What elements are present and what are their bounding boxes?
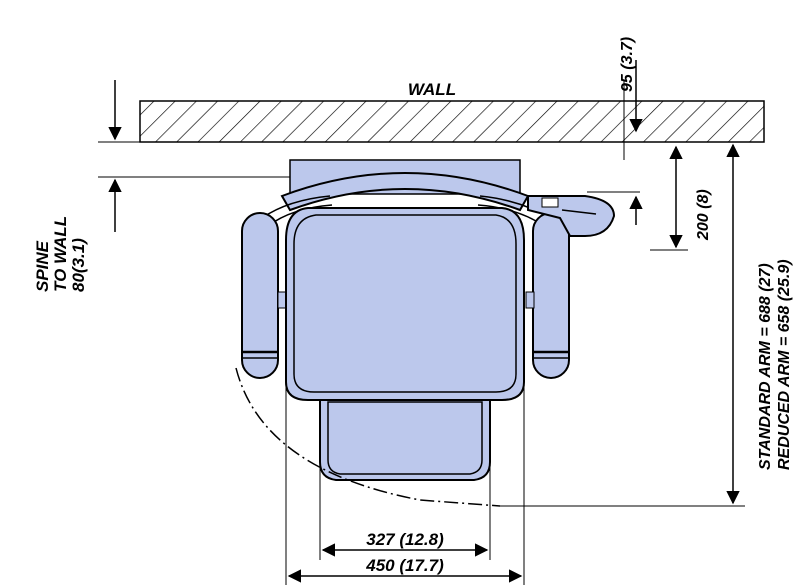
standard-arm-label: STANDARD ARM = 688 (27) bbox=[757, 263, 774, 470]
swing-arc bbox=[235, 367, 501, 507]
wall-thickness-dimension bbox=[98, 80, 140, 143]
top-clearance-dimension bbox=[623, 60, 643, 160]
stairlift-chair bbox=[241, 159, 616, 481]
arm-length-dimension bbox=[498, 143, 745, 507]
spine-to-wall-value: 80(3.1) bbox=[69, 238, 88, 292]
wall bbox=[139, 100, 765, 143]
wall-label: WALL bbox=[408, 80, 456, 99]
control-joystick bbox=[527, 195, 616, 237]
seat-cushion bbox=[285, 207, 525, 401]
overall-width-label: 450 (17.7) bbox=[365, 556, 444, 575]
right-armrest bbox=[525, 212, 570, 379]
armrest-offset-label: 200 (8) bbox=[695, 189, 712, 241]
left-armrest bbox=[241, 212, 287, 379]
width-extension-lines bbox=[285, 382, 525, 585]
seat-width-label: 327 (12.8) bbox=[366, 530, 444, 549]
spine-to-wall-label: SPINE bbox=[33, 240, 52, 292]
top-clearance-label: 95 (3.7) bbox=[619, 37, 636, 92]
footrest bbox=[319, 397, 491, 481]
armrest-offset-dimension bbox=[587, 145, 688, 251]
reduced-arm-label: REDUCED ARM = 658 (25.9) bbox=[776, 259, 793, 470]
spine-to-wall-label-2: TO WALL bbox=[51, 216, 70, 292]
spine-to-wall-dimension bbox=[98, 176, 296, 232]
